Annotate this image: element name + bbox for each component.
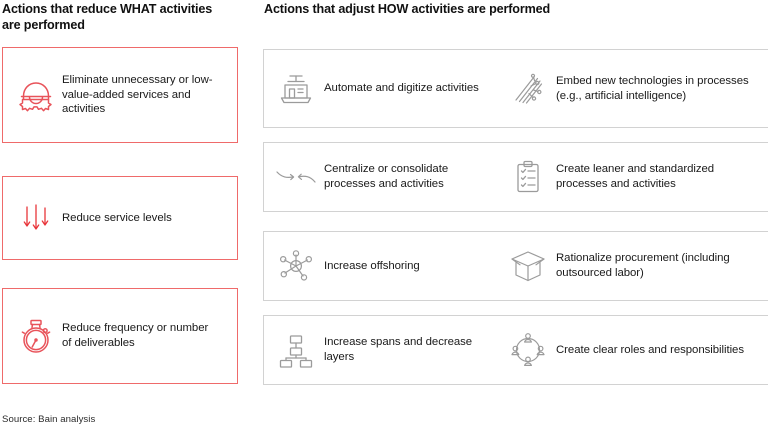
cell-spans-and-layers: Increase spans and decrease layers <box>268 315 500 385</box>
cell-embed-technologies: Embed new technologies in processes (e.g… <box>500 49 765 128</box>
cell-rationalize-procurement: Rationalize procurement (including outso… <box>500 231 765 301</box>
card-label: Reduce service levels <box>62 211 172 224</box>
left-column-heading: Actions that reduce WHAT activities are … <box>2 2 213 32</box>
cell-eliminate-activities: Eliminate unnecessary or low-value-added… <box>10 47 238 143</box>
card-label: Increase spans and decrease layers <box>324 336 473 363</box>
source-note: Source: Bain analysis <box>2 414 96 425</box>
card-reduce-frequency[interactable] <box>2 288 238 384</box>
card-label: Eliminate unnecessary or low-value-added… <box>62 74 213 116</box>
card-label: Increase offshoring <box>324 259 420 272</box>
circuit-ai-icon <box>500 69 556 109</box>
open-box-icon <box>500 246 556 286</box>
clipboard-checklist-icon <box>500 157 556 197</box>
cell-increase-offshoring: Increase offshoring <box>268 231 500 301</box>
card-row-centralize[interactable] <box>263 142 768 212</box>
card-label: Create clear roles and responsibilities <box>556 343 744 356</box>
cell-centralize-consolidate: Centralize or consolidate processes and … <box>268 142 500 212</box>
right-column-heading: Actions that adjust HOW activities are p… <box>264 2 551 16</box>
card-label: Create leaner and standardized processes… <box>556 163 715 190</box>
card-label: Embed new technologies in processes (e.g… <box>556 74 749 102</box>
team-circle-icon <box>500 330 556 370</box>
org-chart-icon <box>268 330 324 370</box>
card-row-automate[interactable] <box>263 49 768 128</box>
card-row-spans-layers[interactable] <box>263 315 768 385</box>
card-label: Centralize or consolidate processes and … <box>324 163 449 190</box>
converging-arrows-icon <box>268 161 324 193</box>
card-label: Reduce frequency or number of deliverabl… <box>62 322 209 349</box>
card-eliminate-activities[interactable] <box>2 47 238 143</box>
cell-automate-digitize: Automate and digitize activities <box>268 49 500 128</box>
stopwatch-icon <box>10 316 62 356</box>
card-reduce-service-levels[interactable] <box>2 176 238 260</box>
card-label: Automate and digitize activities <box>324 82 479 95</box>
down-arrows-icon <box>10 198 62 238</box>
cell-reduce-service-levels: Reduce service levels <box>10 176 238 260</box>
card-label: Rationalize procurement (including outso… <box>556 252 730 279</box>
network-hub-icon <box>268 246 324 286</box>
cell-reduce-frequency: Reduce frequency or number of deliverabl… <box>10 288 238 384</box>
cell-clear-roles: Create clear roles and responsibilities <box>500 315 765 385</box>
cell-leaner-standardized: Create leaner and standardized processes… <box>500 142 765 212</box>
gear-icon <box>10 75 62 115</box>
laptop-automation-icon <box>268 69 324 109</box>
